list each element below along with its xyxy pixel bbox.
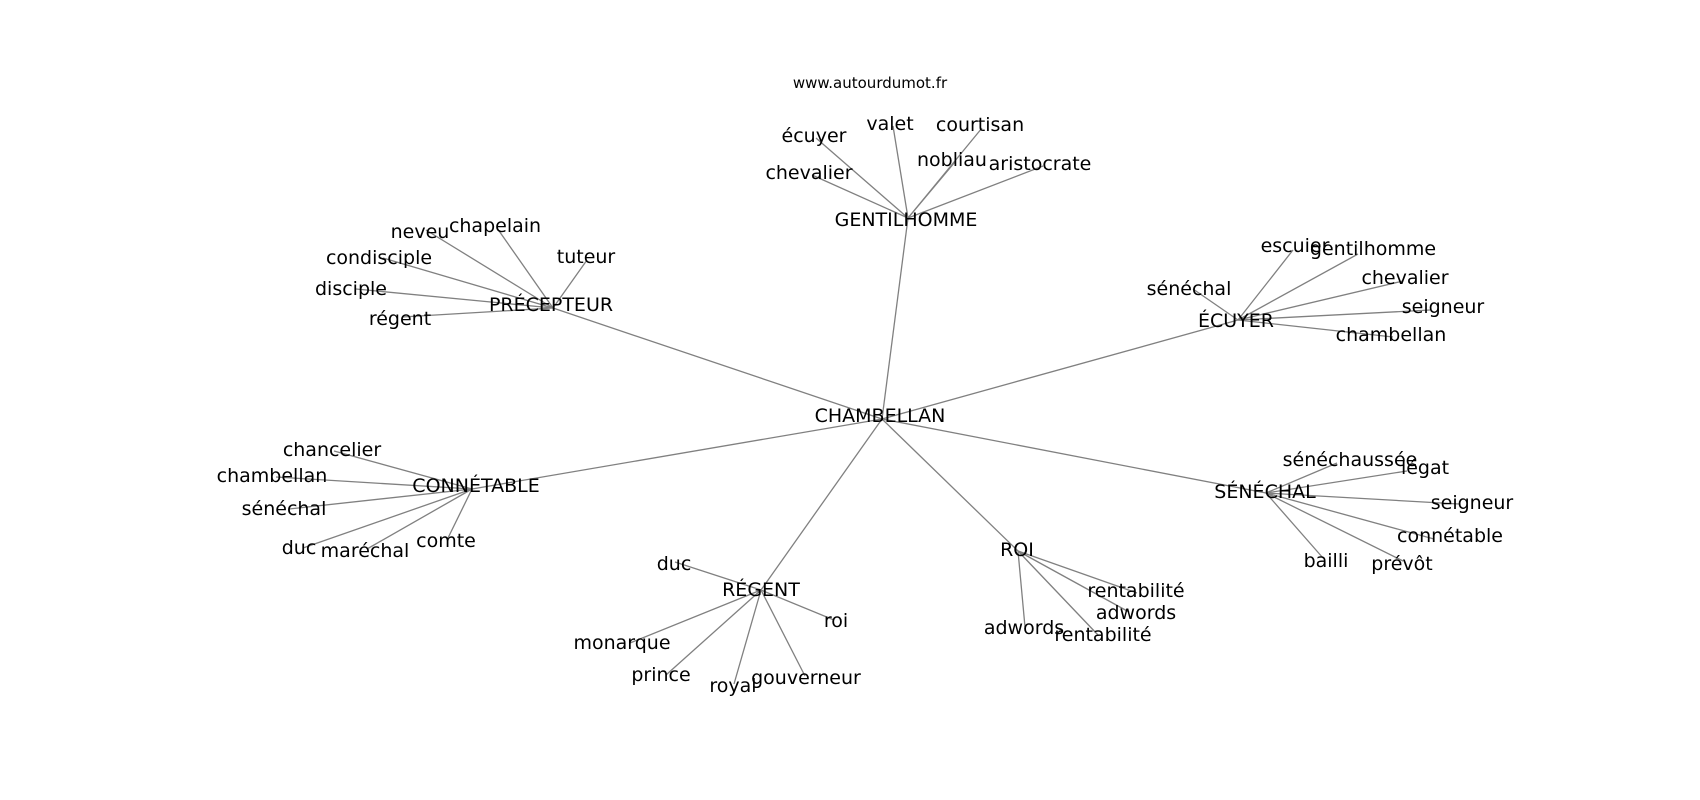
edge-gentilhomme-leaf [907,161,956,219]
edge-senechal-leaf [1265,492,1460,505]
edge-ecuyer-leaf [1192,288,1239,321]
leaf-word[interactable]: seigneur [1431,492,1514,514]
leaf-word[interactable]: légat [1401,457,1449,479]
edge-roi-leaf [1017,550,1130,613]
leaf-word[interactable]: chambellan [217,465,328,487]
leaf-word[interactable]: roi [824,610,848,632]
leaf-word[interactable]: sénéchaussée [1283,449,1418,471]
edge-connetable-leaf [288,488,473,510]
leaf-word[interactable]: gouverneur [751,667,861,689]
leaf-word[interactable]: seigneur [1402,296,1485,318]
leaf-word[interactable]: valet [866,113,913,135]
leaf-word[interactable]: chapelain [449,215,541,237]
edge-gentilhomme-leaf [892,125,909,219]
leaf-word[interactable]: gentilhomme [1310,238,1436,260]
leaf-word[interactable]: aristocrate [989,153,1092,175]
edge-precepteur-leaf [425,229,554,309]
edge-roi-leaf [1017,550,1026,628]
leaf-word[interactable]: connétable [1397,525,1503,547]
leaf-word[interactable]: neveu [391,221,450,243]
edge-connetable-leaf [366,488,473,550]
leaf-word[interactable]: monarque [573,632,670,654]
leaf-word[interactable]: sénéchal [242,498,327,520]
edge-center-senechal [881,418,1267,494]
edge-gentilhomme-leaf [907,165,1044,219]
edge-connetable-leaf [333,450,473,490]
hub-word-precepteur[interactable]: PRÉCEPTEUR [489,293,613,316]
hub-word-ecuyer[interactable]: ÉCUYER [1198,309,1274,332]
leaf-word[interactable]: comte [416,530,476,552]
watermark-text: www.autourdumot.fr [793,74,948,92]
edge-precepteur-leaf [552,259,588,309]
leaf-word[interactable]: maréchal [321,540,410,562]
leaf-word[interactable]: royal [709,675,756,697]
leaf-word[interactable]: adwords [1096,602,1176,624]
leaf-word[interactable]: chambellan [1336,324,1447,346]
leaf-word[interactable]: prévôt [1371,553,1432,575]
leaf-word[interactable]: courtisan [936,114,1024,136]
edge-senechal-leaf [1265,470,1408,494]
edge-center-regent [760,418,883,591]
edge-connetable-leaf [275,476,473,490]
edge-gentilhomme-leaf [811,174,909,219]
leaf-word[interactable]: régent [369,308,431,330]
edge-regent-leaf [674,561,762,591]
edge-roi-leaf [1017,550,1099,636]
leaf-word[interactable]: nobliau [917,149,987,171]
edge-regent-leaf [629,589,762,644]
edges-layer [275,125,1460,685]
edge-connetable-leaf [302,488,473,549]
edge-regent-leaf [665,589,762,676]
leaf-word[interactable]: duc [282,537,317,559]
edge-regent-leaf [760,589,806,677]
edge-ecuyer-leaf [1237,319,1394,338]
leaf-word[interactable]: rentabilité [1087,580,1184,602]
labels-layer: CHAMBELLAN GENTILHOMME écuyer valet courtisa… [217,113,1514,697]
leaf-word[interactable]: adwords [984,617,1064,639]
edge-ecuyer-leaf [1237,249,1294,321]
leaf-word[interactable]: sénéchal [1147,278,1232,300]
edge-center-roi [881,418,1019,552]
edge-roi-leaf [1017,550,1138,594]
leaf-word[interactable]: condisciple [326,247,432,269]
edge-center-precepteur [552,307,883,420]
hub-word-connetable[interactable]: CONNÉTABLE [412,474,539,497]
edge-ecuyer-leaf [1237,280,1404,321]
leaf-word[interactable]: chevalier [765,162,852,184]
leaf-word[interactable]: écuyer [782,125,847,147]
leaf-word[interactable]: disciple [315,278,387,300]
leaf-word[interactable]: rentabilité [1054,624,1151,646]
leaf-word[interactable]: bailli [1304,550,1349,572]
edge-senechal-leaf [1265,492,1324,559]
edge-center-connetable [471,418,883,490]
leaf-word[interactable]: chevalier [1361,267,1448,289]
edge-regent-leaf [733,589,762,685]
hub-word-regent[interactable]: RÉGENT [722,578,800,601]
edge-precepteur-leaf [355,288,554,309]
edge-gentilhomme-leaf [815,137,909,219]
leaf-word[interactable]: escuier [1261,235,1330,257]
leaf-word[interactable]: prince [631,664,690,686]
leaf-word[interactable]: chancelier [283,439,382,461]
hub-word-roi[interactable]: ROI [1000,539,1034,561]
edge-precepteur-leaf [401,307,554,318]
hub-word-senechal[interactable]: SÉNÉCHAL [1214,480,1316,503]
hub-word-gentilhomme[interactable]: GENTILHOMME [835,209,978,231]
edge-senechal-leaf [1265,492,1404,562]
edge-senechal-leaf [1265,492,1435,540]
leaf-word[interactable]: duc [657,553,692,575]
edge-senechal-leaf [1265,462,1338,494]
center-word[interactable]: CHAMBELLAN [815,405,946,427]
edge-ecuyer-leaf [1237,309,1431,321]
edge-regent-leaf [760,589,835,621]
edge-ecuyer-leaf [1237,253,1359,321]
edge-center-gentilhomme [881,217,909,420]
edge-precepteur-leaf [382,257,554,309]
edge-center-ecuyer [881,319,1239,420]
edge-precepteur-leaf [496,227,554,309]
leaf-word[interactable]: tuteur [557,246,616,268]
edge-connetable-leaf [446,488,473,541]
